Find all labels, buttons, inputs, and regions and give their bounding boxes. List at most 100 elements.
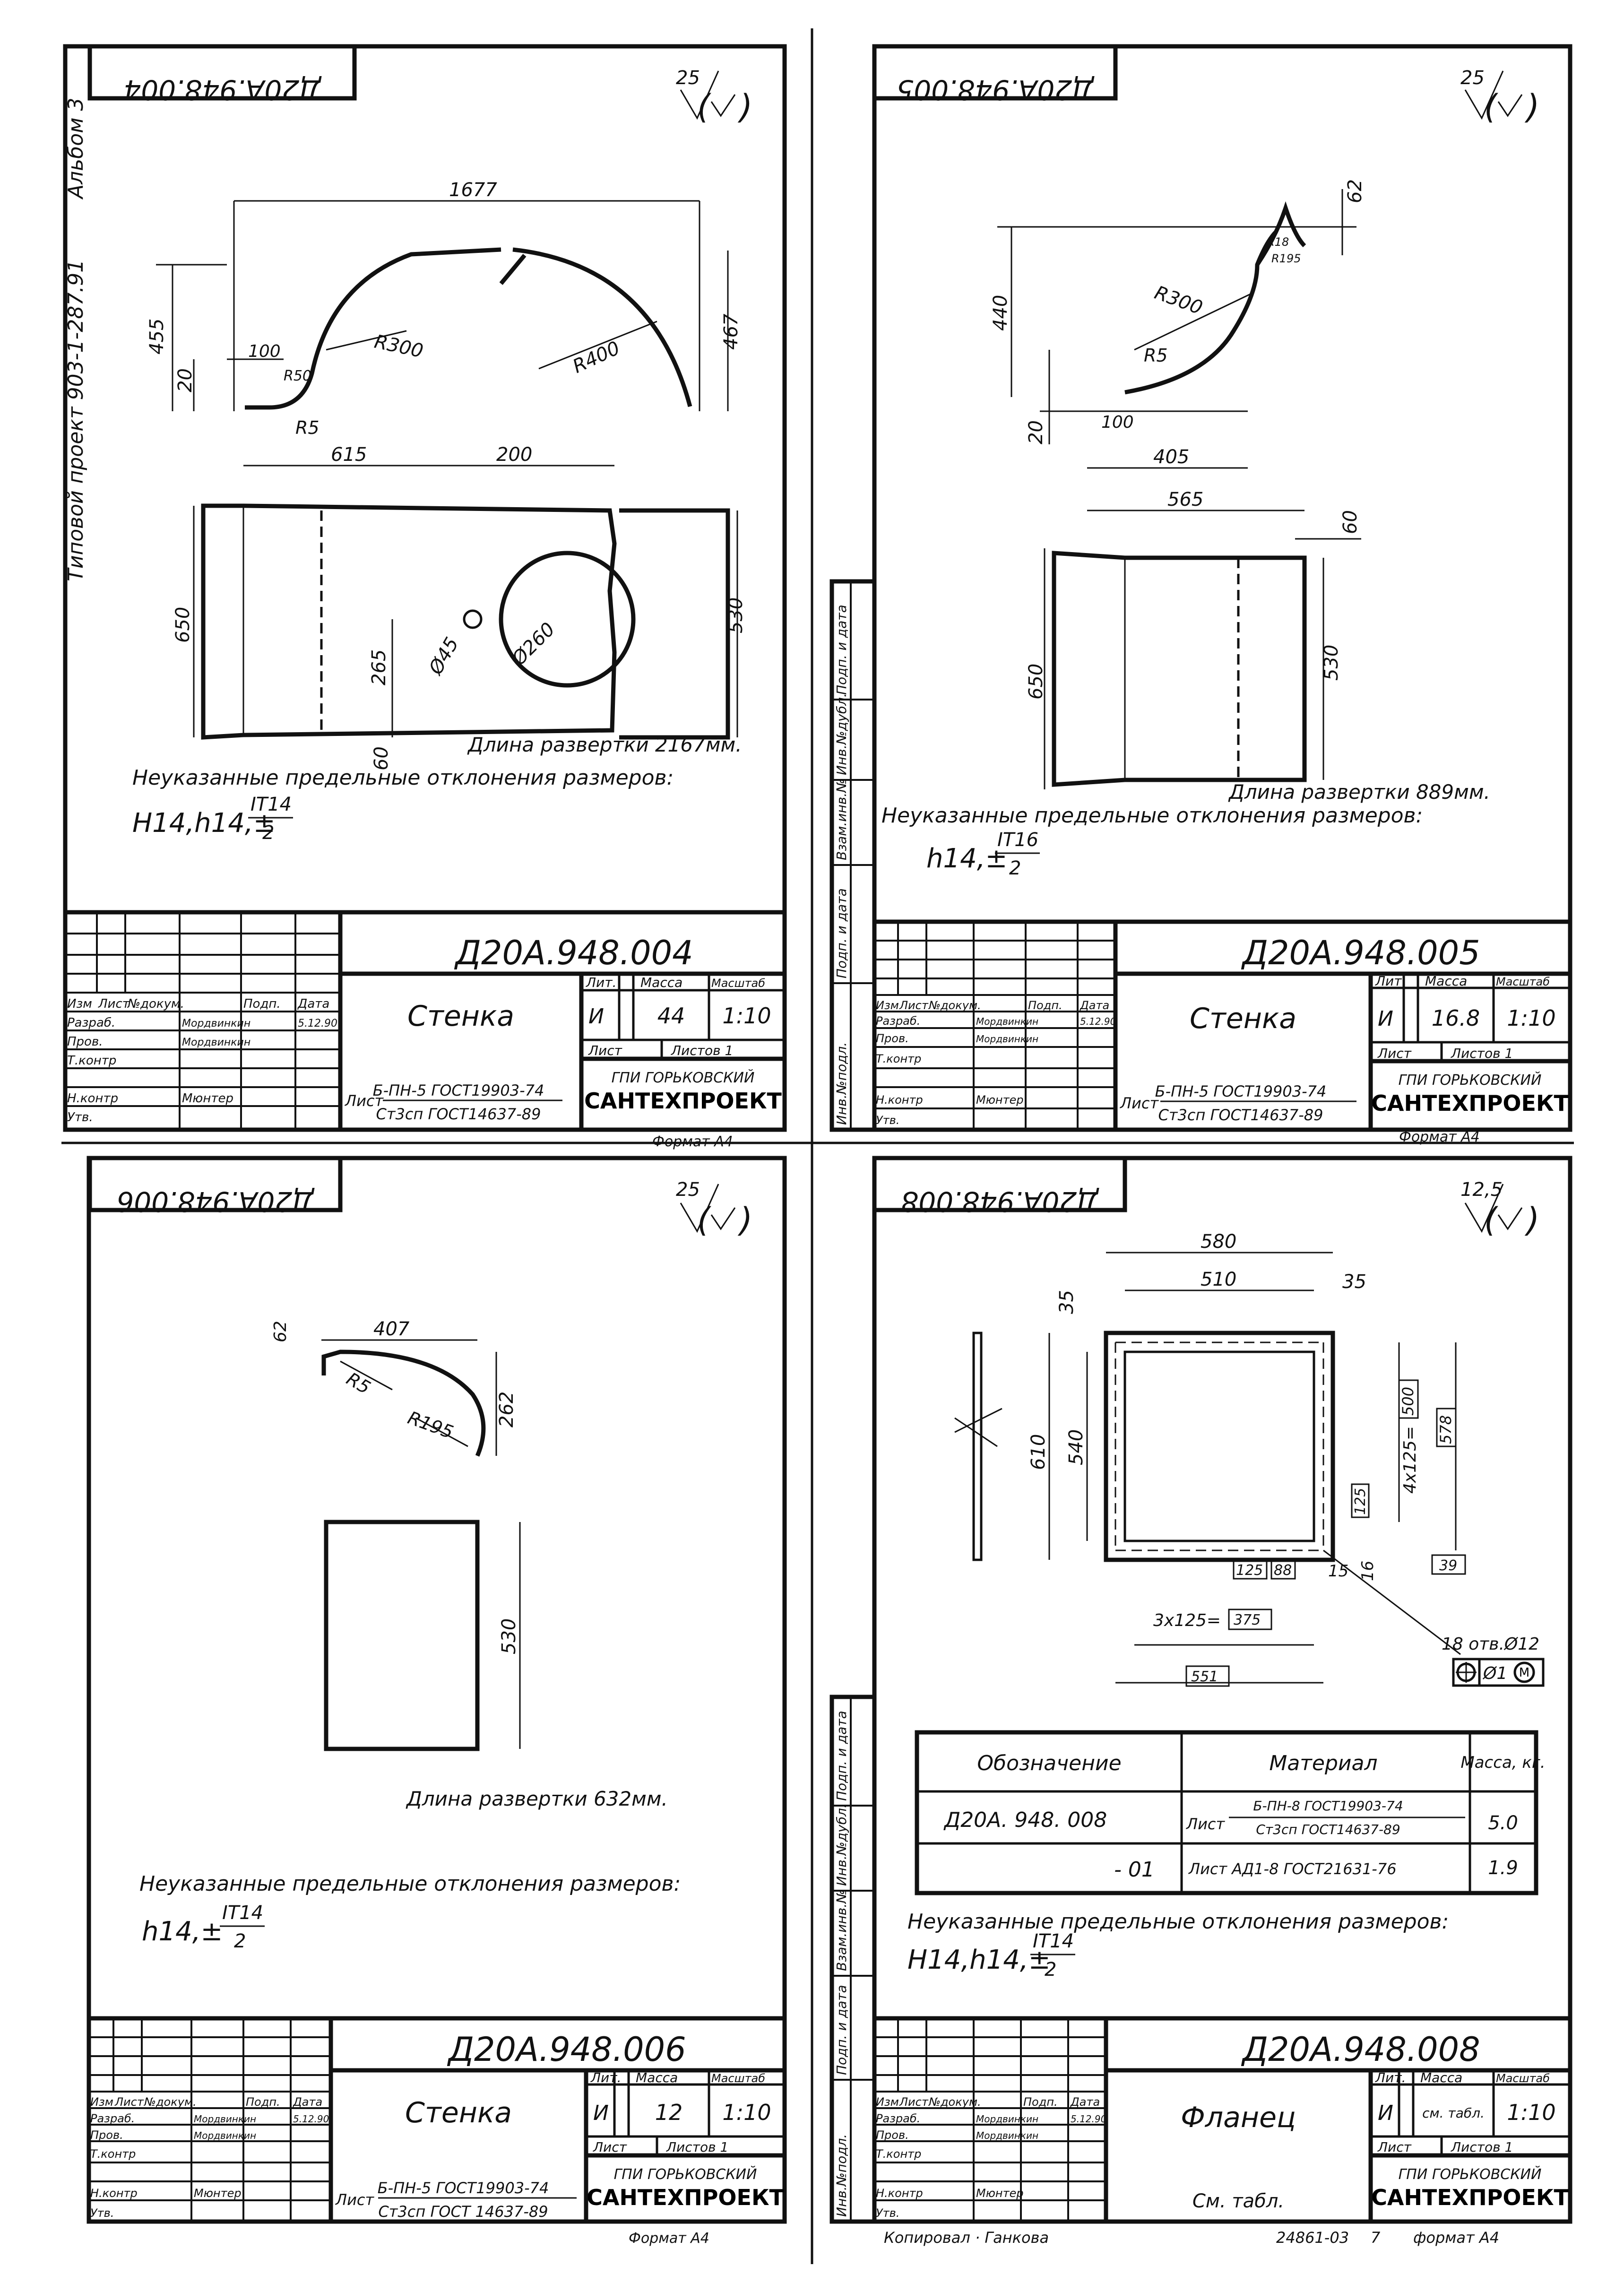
tolerance-den: 2 (1009, 857, 1021, 879)
svg-text:Н.контр: Н.контр (67, 1091, 118, 1106)
dim-35-a: 35 (1056, 1290, 1078, 1314)
sheet-title: Фланец (1181, 2101, 1296, 2134)
svg-text:Лист: Лист (345, 1092, 384, 1110)
svg-text:И: И (1378, 1007, 1393, 1031)
svg-text:Лист: Лист (588, 1043, 622, 1058)
svg-text:Мюнтер: Мюнтер (194, 2187, 242, 2200)
format-label: Формат А4 (629, 2230, 709, 2247)
dim-405: 405 (1153, 446, 1189, 468)
position-tolerance: Ø1 (1482, 1664, 1507, 1683)
svg-text:Подп.: Подп. (246, 2095, 280, 2109)
svg-text:Лит.: Лит. (586, 975, 616, 990)
project-label: Типовой проект 903-1-287.91 (64, 259, 88, 581)
code-box-inverted (872, 44, 1118, 101)
dim-530: 530 (725, 597, 747, 633)
dim-60: 60 (1339, 510, 1361, 534)
box-88: 88 (1274, 1562, 1292, 1579)
tolerance-note: Неуказанные предельные отклонения размер… (139, 1872, 681, 1896)
tolerance-note: Неуказанные предельные отклонения размер… (132, 766, 674, 790)
svg-text:Утв.: Утв. (876, 1114, 899, 1127)
svg-text:Взам.инв.№: Взам.инв.№ (834, 779, 849, 860)
sheet-scale: 1:10 (722, 1003, 771, 1029)
format-label: Формат А4 (1399, 1129, 1480, 1145)
footer: Копировал · Ганкова 24861-03 7 формат А4 (884, 2229, 1499, 2247)
dim-650: 650 (172, 607, 194, 643)
dim-530: 530 (1321, 645, 1342, 681)
svg-text:Утв.: Утв. (90, 2206, 114, 2220)
roughness-symbol: 12,5 ( ) (1460, 1179, 1539, 1239)
format-label: Формат А4 (652, 1133, 733, 1150)
tolerance-den: 2 (1045, 1959, 1056, 1981)
dim-4x125: 4x125= (1400, 1426, 1420, 1494)
svg-text:Лит.: Лит. (1375, 973, 1406, 989)
tolerance-note: Неуказанные предельные отклонения размер… (881, 804, 1423, 828)
svg-text:Мюнтер: Мюнтер (976, 2187, 1024, 2200)
title-block: Изм Лист №докум. Подп. Дата Разраб. Морд… (872, 919, 1572, 1132)
dim-262: 262 (496, 1392, 518, 1427)
box-500: 500 (1399, 1387, 1417, 1416)
svg-text:№докум.: №докум. (928, 2095, 981, 2109)
svg-text:Изм: Изм (876, 2095, 899, 2109)
sheet-code: Д20А.948.006 (447, 2030, 686, 2069)
inverted-code: Д20А.948.006 (116, 1185, 315, 1218)
archive-number: 24861-03 (1276, 2229, 1349, 2247)
box-578: 578 (1437, 1415, 1455, 1444)
svg-text:ГПИ ГОРЬКОВСКИЙ: ГПИ ГОРЬКОВСКИЙ (1399, 2166, 1542, 2183)
plan-view: 60 650 530 (1025, 510, 1361, 789)
sheet-mass: 44 (657, 1003, 685, 1029)
dim-100: 100 (248, 342, 281, 361)
dim-467: 467 (720, 313, 742, 350)
copied-by: Копировал · Ганкова (884, 2229, 1049, 2247)
svg-text:Н.контр: Н.контр (876, 2187, 923, 2200)
svg-text:САНТЕХПРОЕКТ: САНТЕХПРОЕКТ (587, 2185, 784, 2210)
svg-text:Лист: Лист (1120, 1094, 1159, 1112)
svg-text:5.12.90: 5.12.90 (293, 2113, 329, 2125)
footer-format: формат А4 (1413, 2229, 1499, 2247)
svg-text:И: И (588, 1004, 604, 1029)
sheet-d20a-948-008: Инв.№подл. Подп. и дата Взам.инв.№ Инв.№… (829, 1156, 1572, 2224)
sheet-mass: 16.8 (1432, 1005, 1480, 1031)
svg-text:Дата: Дата (1080, 999, 1109, 1012)
svg-text:25: 25 (676, 1179, 700, 1201)
svg-text:5.12.90: 5.12.90 (298, 1018, 337, 1029)
sheet-title: Стенка (405, 2096, 512, 2129)
table-header-designation: Обозначение (977, 1751, 1121, 1775)
box-125-h: 125 (1236, 1562, 1263, 1579)
svg-text:(: ( (1484, 1201, 1498, 1239)
svg-text:Лист: Лист (1377, 2139, 1412, 2155)
dim-580: 580 (1201, 1231, 1236, 1253)
svg-text:Т.контр: Т.контр (90, 2147, 136, 2161)
dim-15: 15 (1328, 1562, 1348, 1581)
dim-r5: R5 (295, 417, 320, 438)
svg-text:Разраб.: Разраб. (876, 1014, 920, 1028)
svg-text:Мордвинкин: Мордвинкин (976, 1033, 1038, 1045)
dim-r195: R195 (1271, 252, 1301, 265)
dim-650: 650 (1025, 664, 1047, 700)
table-row-designation: - 01 (1114, 1858, 1155, 1882)
svg-text:Т.контр: Т.контр (876, 2147, 921, 2161)
svg-text:Лит.: Лит. (1375, 2070, 1406, 2085)
sheet-code: Д20А.948.004 (454, 934, 693, 972)
svg-text:САНТЕХПРОЕКТ: САНТЕХПРОЕКТ (1371, 1090, 1569, 1116)
svg-text:Масштаб: Масштаб (1496, 2072, 1550, 2085)
svg-text:И: И (593, 2101, 609, 2125)
dim-r18: R18 (1267, 235, 1289, 249)
svg-text:Утв.: Утв. (876, 2206, 899, 2220)
svg-text:Ст3сп ГОСТ14637-89: Ст3сп ГОСТ14637-89 (1158, 1106, 1323, 1124)
table-row-mass: 5.0 (1488, 1812, 1518, 1834)
svg-text:Мордвинкин: Мордвинкин (182, 1018, 251, 1029)
sheet-d20a-948-004: Д20А.948.004 25 ( ) 1677 455 20 (63, 44, 787, 1150)
tolerance-den: 2 (234, 1930, 246, 1952)
tolerance-formula: Н14,h14,± (132, 808, 276, 839)
svg-text:): ) (1524, 87, 1539, 126)
svg-text:Разраб.: Разраб. (876, 2112, 920, 2125)
dim-565: 565 (1167, 489, 1203, 510)
sheet-mass: см. табл. (1422, 2105, 1485, 2121)
svg-text:Масса: Масса (640, 975, 682, 990)
svg-text:Изм: Изм (876, 999, 899, 1012)
svg-text:Масса: Масса (1420, 2070, 1462, 2085)
svg-text:Разраб.: Разраб. (67, 1016, 115, 1030)
svg-text:Лит.: Лит. (590, 2070, 621, 2085)
svg-text:Подп. и дата: Подп. и дата (834, 1985, 849, 2075)
svg-text:Листов 1: Листов 1 (1451, 2139, 1513, 2155)
